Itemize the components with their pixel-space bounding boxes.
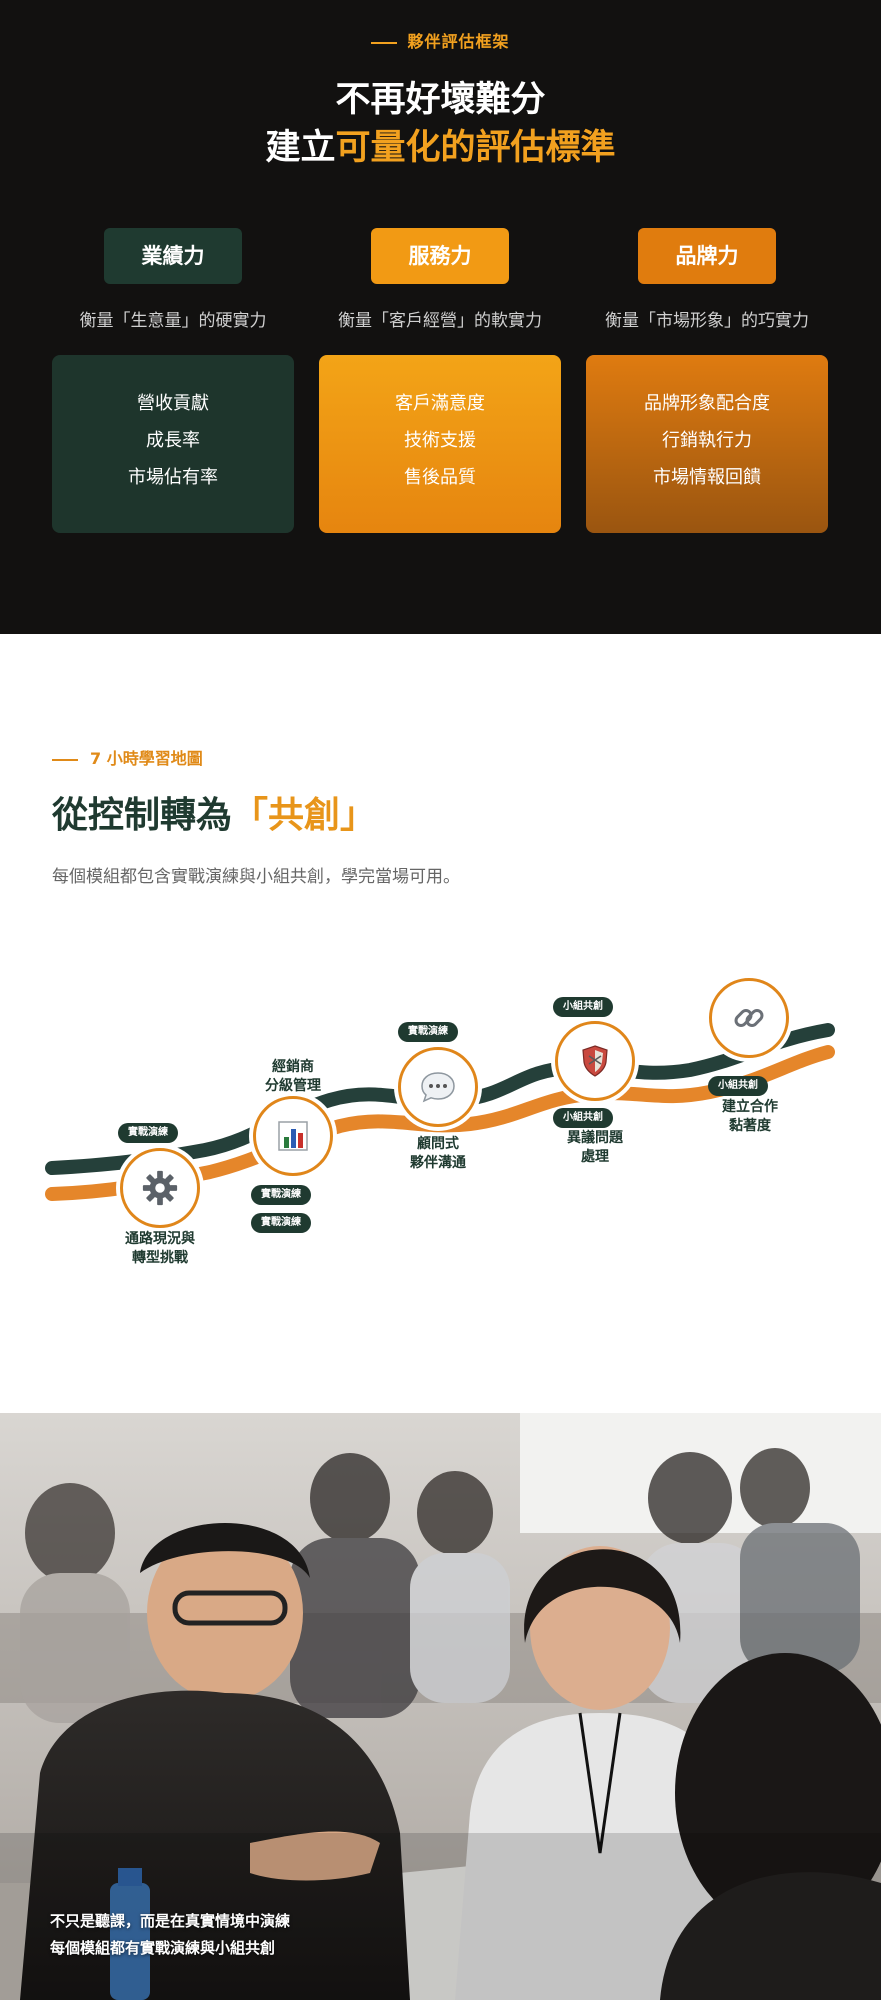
framework-title-line2: 建立可量化的評估標準	[0, 124, 881, 172]
chain-link-icon	[712, 981, 786, 1055]
learning-map-title-prefix: 從控制轉為	[52, 794, 233, 836]
bar-chart-icon	[256, 1099, 330, 1173]
learning-map-kicker: 7 小時學習地圖	[52, 745, 203, 769]
module-label: 異議問題處理	[535, 1129, 655, 1167]
speech-bubble-icon	[401, 1050, 475, 1124]
pillar-badge-brand: 品牌力	[638, 228, 776, 284]
metric-card-brand: 品牌形象配合度 行銷執行力 市場情報回饋	[586, 355, 828, 533]
framework-kicker: 夥伴評估框架	[0, 28, 881, 52]
framework-section: 夥伴評估框架 不再好壞難分 建立可量化的評估標準 業績力 衡量「生意量」的硬實力…	[0, 0, 881, 634]
framework-title-accent: 可量化的評估標準	[335, 127, 616, 168]
pillar-badge-service: 服務力	[371, 228, 509, 284]
metric-item: 成長率	[146, 430, 200, 451]
module-label-line: 建立合作	[722, 1099, 778, 1115]
module-tag: 小組共創	[553, 997, 613, 1017]
metric-item: 市場佔有率	[128, 467, 218, 488]
metric-item: 技術支援	[404, 430, 476, 451]
workshop-photo-illustration	[0, 1413, 881, 2000]
photo-caption: 不只是聽課，而是在真實情境中演練 每個模組都有實戰演練與小組共創	[50, 1908, 290, 1962]
metric-card-service: 客戶滿意度 技術支援 售後品質	[319, 355, 561, 533]
learning-roadmap: 實戰演練 通路現況與轉型挑戰 經銷商分級管理 實戰演練 實戰演練 實戰演練 顧問…	[0, 960, 881, 1280]
module-node-objection[interactable]	[555, 1021, 635, 1101]
metric-item: 品牌形象配合度	[644, 393, 770, 414]
module-label-line: 異議問題	[567, 1130, 623, 1146]
module-tag: 實戰演練	[118, 1123, 178, 1143]
shield-icon	[558, 1024, 632, 1098]
module-label-line: 分級管理	[265, 1078, 321, 1094]
module-label: 顧問式夥伴溝通	[378, 1135, 498, 1173]
framework-title: 不再好壞難分 建立可量化的評估標準	[0, 76, 881, 172]
framework-kicker-text: 夥伴評估框架	[407, 32, 510, 51]
framework-column-service: 服務力 衡量「客戶經營」的軟實力 客戶滿意度 技術支援 售後品質	[319, 228, 561, 533]
module-label-line: 通路現況與	[125, 1231, 195, 1247]
photo-caption-line2: 每個模組都有實戰演練與小組共創	[50, 1939, 276, 1957]
learning-map-title-accent: 「共創」	[232, 794, 377, 836]
module-node-channel[interactable]	[120, 1148, 200, 1228]
photo-caption-line1: 不只是聽課，而是在真實情境中演練	[50, 1912, 291, 1930]
module-tag: 實戰演練	[251, 1185, 311, 1205]
module-label: 經銷商分級管理	[233, 1058, 353, 1096]
pillar-description: 衡量「市場形象」的巧實力	[605, 311, 809, 331]
metric-item: 行銷執行力	[662, 430, 752, 451]
framework-column-performance: 業績力 衡量「生意量」的硬實力 營收貢獻 成長率 市場佔有率	[52, 228, 294, 533]
framework-title-prefix: 建立	[265, 127, 336, 168]
module-node-consulting[interactable]	[398, 1047, 478, 1127]
module-node-tiering[interactable]	[253, 1096, 333, 1176]
module-label-line: 經銷商	[272, 1059, 314, 1075]
module-label-line: 夥伴溝通	[410, 1155, 466, 1171]
module-label-line: 轉型挑戰	[132, 1250, 188, 1266]
metric-item: 客戶滿意度	[395, 393, 485, 414]
metric-item: 市場情報回饋	[653, 467, 761, 488]
kicker-dash	[52, 758, 78, 761]
framework-column-brand: 品牌力 衡量「市場形象」的巧實力 品牌形象配合度 行銷執行力 市場情報回饋	[586, 228, 828, 533]
learning-map-subtitle: 每個模組都包含實戰演練與小組共創，學完當場可用。	[52, 867, 460, 887]
module-label-line: 顧問式	[417, 1136, 459, 1152]
pillar-description: 衡量「生意量」的硬實力	[79, 311, 267, 331]
module-tag: 實戰演練	[251, 1213, 311, 1233]
learning-map-kicker-text: 7 小時學習地圖	[90, 749, 203, 768]
pillar-description: 衡量「客戶經營」的軟實力	[338, 311, 542, 331]
framework-title-line1: 不再好壞難分	[335, 79, 546, 120]
module-tag: 小組共創	[708, 1076, 768, 1096]
module-label: 建立合作黏著度	[690, 1098, 810, 1136]
module-node-loyalty[interactable]	[709, 978, 789, 1058]
module-label-line: 處理	[581, 1149, 609, 1165]
module-label: 通路現況與轉型挑戰	[100, 1230, 220, 1268]
gear-icon	[123, 1151, 197, 1225]
module-label-line: 黏著度	[729, 1118, 771, 1134]
metric-item: 售後品質	[404, 467, 476, 488]
metric-card-performance: 營收貢獻 成長率 市場佔有率	[52, 355, 294, 533]
module-tag: 小組共創	[553, 1108, 613, 1128]
kicker-dash	[371, 41, 398, 44]
pillar-badge-performance: 業績力	[104, 228, 242, 284]
metric-item: 營收貢獻	[137, 393, 209, 414]
workshop-photo: 不只是聽課，而是在真實情境中演練 每個模組都有實戰演練與小組共創	[0, 1413, 881, 2000]
learning-map-title: 從控制轉為「共創」	[52, 786, 376, 838]
module-tag: 實戰演練	[398, 1022, 458, 1042]
